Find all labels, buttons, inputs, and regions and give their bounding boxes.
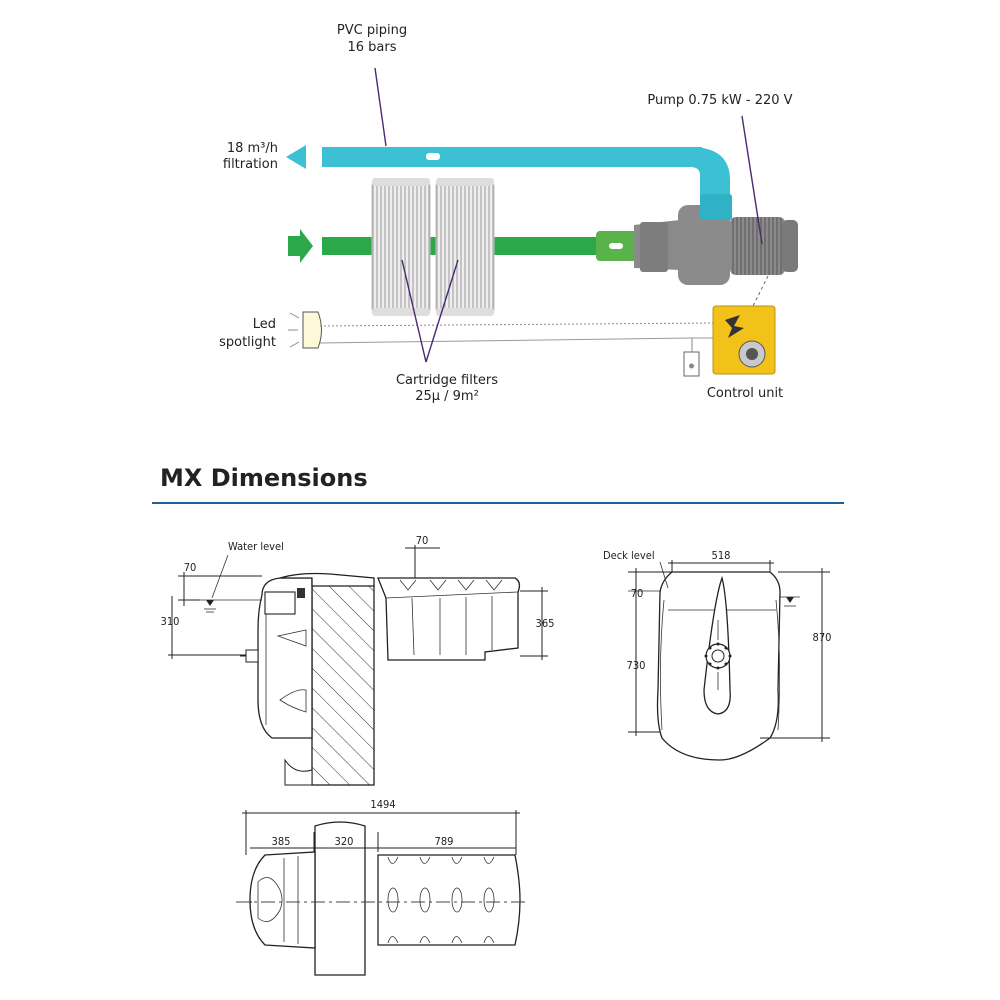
skimmer-top: [249, 851, 316, 949]
label-spotlight: spotlight: [219, 335, 276, 350]
label-pump: Pump 0.75 kW - 220 V: [647, 93, 792, 108]
skimmer-lid: [279, 572, 375, 587]
leader-cartridge-right: [425, 259, 459, 363]
cable-pump: [751, 275, 769, 309]
leader-cartridge-left: [401, 259, 427, 363]
dim-1494: 1494: [370, 798, 395, 811]
pool-wall: [311, 584, 375, 786]
dim-310: 310: [161, 615, 180, 628]
dim-870: 870: [813, 631, 832, 644]
heading-rule: [152, 502, 844, 504]
dim-320: 320: [335, 835, 354, 848]
label-filtration: filtration: [223, 157, 278, 172]
led-spotlight: [288, 311, 322, 349]
pump: [634, 194, 798, 285]
dim-789: 789: [435, 835, 454, 848]
label-water-level: Water level: [228, 540, 284, 553]
filtration-schematic: PVC piping 16 bars Pump 0.75 kW - 220 V …: [219, 23, 798, 404]
dim-70-top: 70: [416, 534, 429, 547]
control-unit: [712, 305, 776, 375]
dim-730: 730: [627, 659, 646, 672]
dim-385: 385: [272, 835, 291, 848]
cable-led: [319, 322, 715, 327]
leader-pump: [741, 115, 763, 245]
switch-icon: [683, 338, 700, 377]
wall-nozzle-icon: [704, 620, 732, 690]
label-deck-level: Deck level: [603, 549, 655, 562]
label-flow-rate: 18 m³/h: [227, 141, 278, 156]
front-view-drawing: Deck level 518 70 730 870: [603, 549, 832, 761]
basket-top: [377, 854, 521, 946]
wall-section-top: [314, 821, 366, 976]
top-view-drawing: 1494 385 320 789: [236, 798, 528, 976]
dim-70-left: 70: [184, 561, 197, 574]
label-pvc-piping-1: PVC piping: [337, 23, 407, 38]
cable-lower: [319, 337, 693, 344]
dim-70-front: 70: [631, 587, 644, 600]
label-cartridge-spec: 25µ / 9m²: [415, 389, 479, 404]
label-cartridge-filters: Cartridge filters: [396, 373, 498, 388]
skimmer-body: [257, 577, 313, 739]
label-control-unit: Control unit: [707, 386, 783, 401]
filter-housing: [377, 577, 521, 661]
dim-365: 365: [536, 617, 555, 630]
pvc-pipe-return: [286, 145, 732, 220]
side-view-drawing: Water level 70 310 70 365: [161, 534, 555, 786]
dim-518: 518: [712, 549, 731, 562]
cartridge-filters: [371, 178, 495, 316]
label-pvc-piping-2: 16 bars: [347, 40, 396, 55]
leader-pvc: [374, 67, 387, 147]
label-led: Led: [253, 317, 276, 332]
section-heading: MX Dimensions: [160, 464, 368, 492]
